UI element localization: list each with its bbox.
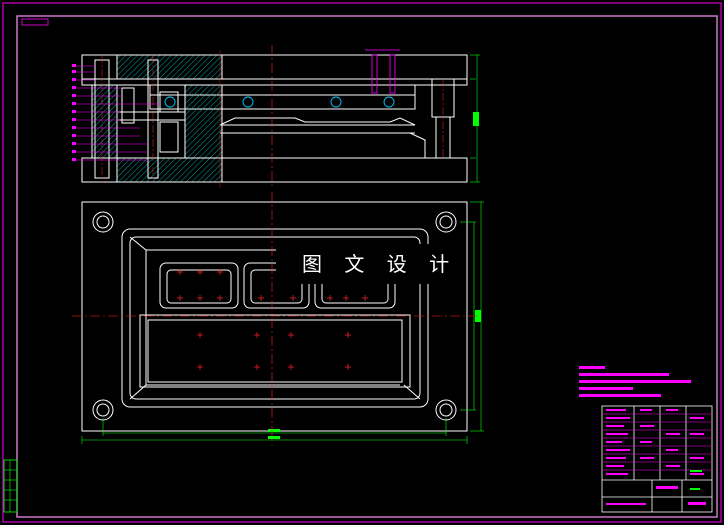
title-block-cell-marks [606, 409, 706, 505]
front-section-view [72, 45, 480, 188]
margin-tag-strip [3, 459, 18, 513]
technical-notes [579, 366, 691, 397]
plan-view [72, 192, 484, 445]
watermark-text: 图 文 设 计 [302, 252, 457, 276]
title-block-green-marks [690, 470, 702, 490]
title-block [601, 405, 713, 513]
watermark: 图 文 设 计 [276, 244, 457, 284]
